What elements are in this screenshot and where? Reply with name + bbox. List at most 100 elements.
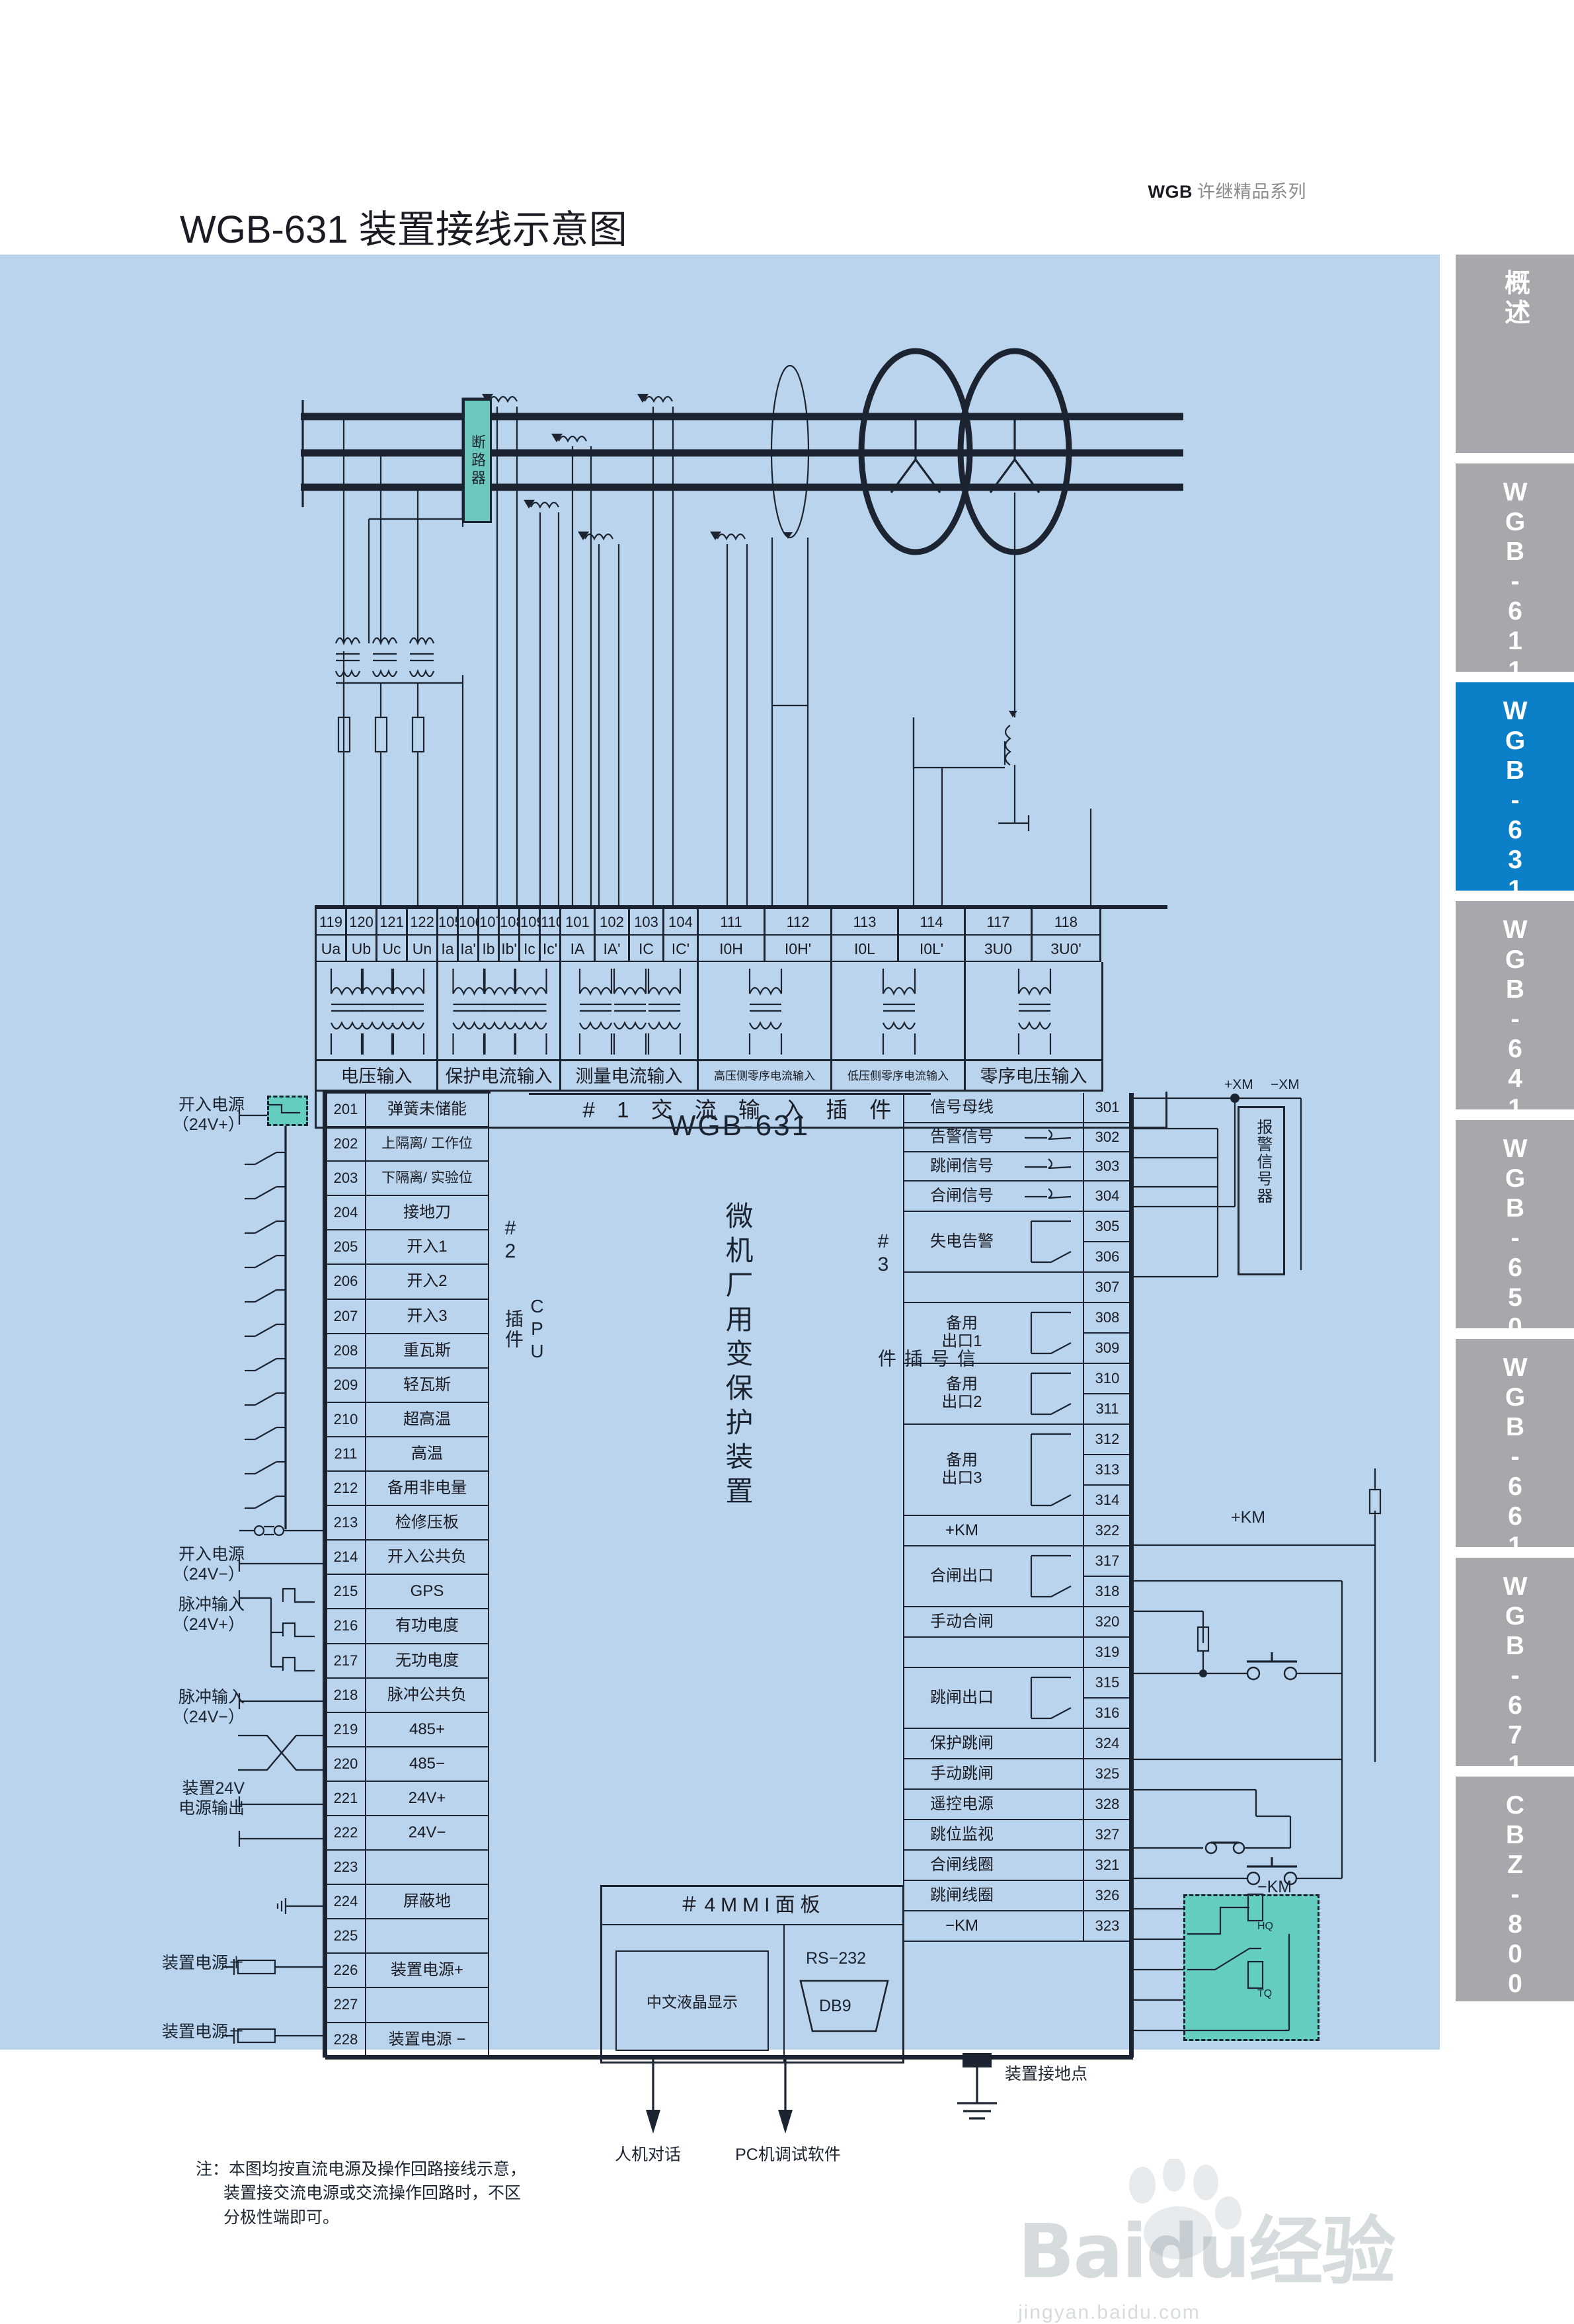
ac-terminal-label: Ub <box>347 936 377 962</box>
signal-contact-symbol <box>1019 1425 1083 1516</box>
cpu-terminal-number: 219 <box>327 1712 366 1746</box>
sidebar-tab-WGB-631[interactable]: WGB-631 <box>1456 682 1574 905</box>
cpu-terminal-number: 222 <box>327 1816 366 1850</box>
signal-module-tag: # 3 信号插件 <box>869 1230 976 1369</box>
cpu-terminal-number: 228 <box>327 2023 366 2056</box>
ac-terminal-number: 118 <box>1033 909 1101 936</box>
voltage-transformer-symbols <box>334 637 464 753</box>
ac-terminal-number: 112 <box>766 909 832 936</box>
sidebar-tab-WGB-661[interactable]: WGB-661 <box>1456 1339 1574 1562</box>
cpu-terminal-number: 204 <box>327 1196 366 1230</box>
signal-terminal-number: 309 <box>1083 1334 1132 1364</box>
cpu-terminal-label: 脉冲公共负 <box>387 1685 467 1704</box>
sidebar-tab-label: WGB-631 <box>1501 697 1530 905</box>
ac-terminal-label: Ib <box>479 936 500 962</box>
page-title: WGB-631 装置接线示意图 <box>180 208 627 251</box>
rs232-label: RS−232 <box>806 1949 867 1968</box>
ac-module-title: # 1 交 流 输 入 插 件 <box>315 1092 1167 1129</box>
mmi-lcd-area: 中文液晶显示 <box>602 1925 785 2063</box>
sidebar-tab-WGB-671[interactable]: WGB-671 <box>1456 1558 1574 1781</box>
cpu-terminal-label: 开入3 <box>407 1306 448 1325</box>
cpu-terminal-number: 211 <box>327 1437 366 1471</box>
cpu-terminal-label: 上隔离/ 工作位 <box>381 1136 473 1152</box>
three-phase-bus <box>301 400 1183 507</box>
device-bottom-rail <box>325 2055 1133 2060</box>
signal-terminal-label: 跳闸信号 <box>903 1152 1019 1182</box>
ground-label: 装置接地点 <box>1005 2065 1088 2083</box>
cpu-terminal-label: 检修压板 <box>395 1513 459 1532</box>
breaker-label-box: 断路器 <box>463 399 492 523</box>
cpu-terminal-number: 220 <box>327 1747 366 1781</box>
sidebar-tab-WGB-650[interactable]: WGB-650 <box>1456 1120 1574 1343</box>
ac-terminal-label: I0H' <box>766 936 832 962</box>
signal-terminal-number: 314 <box>1083 1486 1132 1516</box>
left-contacts-svg <box>222 1107 324 2044</box>
cpu-terminal-number: 207 <box>327 1299 366 1333</box>
device-vertical-name: 微机厂用变保护装置 <box>722 1201 753 1511</box>
sidebar-tab-概述[interactable]: 概述 <box>1456 255 1574 453</box>
signal-terminal-label: 手动合闸 <box>903 1607 1019 1638</box>
ac-terminal-number: 119 <box>317 909 347 936</box>
ac-terminal-label: IC' <box>664 936 699 962</box>
annotation-line: 开入电源 <box>178 1545 245 1564</box>
cpu-terminal-number: 215 <box>327 1575 366 1609</box>
sidebar-tab-WGB-611[interactable]: WGB-611 <box>1456 463 1574 686</box>
signal-contact-symbol <box>1019 1851 1083 1881</box>
left-annotation: 开入电源（24V−） <box>86 1545 245 1584</box>
ac-terminal-number: 108 <box>500 909 520 936</box>
breaker-coil-box <box>1183 1894 1319 2041</box>
signal-contact-symbol <box>1019 1638 1083 1668</box>
vt-tap-lines <box>342 417 464 643</box>
signal-contact-symbol <box>1019 1364 1083 1425</box>
cpu-terminal-label: 轻瓦斯 <box>403 1375 451 1394</box>
ac-terminal-label: IC <box>630 936 664 962</box>
minus-km-label: −KM <box>1257 1878 1292 1896</box>
ac-terminal-number: 103 <box>630 909 664 936</box>
cpu-terminal-number: 212 <box>327 1472 366 1505</box>
signal-terminal-numbers: 304 <box>1083 1182 1132 1212</box>
sidebar-tab-label: CBZ-8000 <box>1501 1791 1530 2029</box>
annotation-line: （24V+） <box>172 1115 245 1134</box>
signal-terminal-label: 保护跳闸 <box>903 1729 1019 1759</box>
annotation-line: （24V+） <box>172 1615 245 1634</box>
sidebar-tab-label: 概述 <box>1501 269 1530 329</box>
cpu-terminal-label: 开入1 <box>407 1238 448 1256</box>
cpu-terminal-label: 高温 <box>411 1444 443 1463</box>
signal-contact-symbol <box>1019 1546 1083 1607</box>
cpu-terminal-label: 接地刀 <box>403 1203 451 1222</box>
sidebar-tab-CBZ-8000[interactable]: CBZ-8000 <box>1456 1777 1574 2029</box>
cpu-terminal-number: 227 <box>327 1988 366 2022</box>
ac-group-label: 零序电压输入 <box>966 1061 1103 1092</box>
signal-terminal-label: 信号母线 <box>903 1093 1019 1123</box>
ac-group-label: 电压输入 <box>317 1061 438 1092</box>
ac-terminal-label: IA' <box>596 936 630 962</box>
ac-transformer-symbol <box>966 962 1103 1061</box>
cpu-terminal-label: 下隔离/ 实验位 <box>381 1170 473 1186</box>
device-model: WGB-631 <box>668 1109 810 1142</box>
cpu-module-tag: # 2 CPU插件 <box>497 1217 547 1363</box>
signal-terminal-label: 合闸出口 <box>903 1546 1019 1607</box>
signal-terminal-label: +KM <box>903 1516 1019 1546</box>
ac-terminal-number: 113 <box>832 909 899 936</box>
signal-terminal-label: 跳闸出口 <box>903 1668 1019 1729</box>
sidebar-tab-label: WGB-650 <box>1501 1135 1530 1343</box>
annotation-line: 电源输出 <box>178 1798 245 1818</box>
cpu-terminal-row: 225 <box>327 1919 489 1954</box>
ac-group-label: 测量电流输入 <box>561 1061 699 1092</box>
sidebar-tab-WGB-641[interactable]: WGB-641 <box>1456 901 1574 1124</box>
signal-terminal-label: 手动跳闸 <box>903 1759 1019 1790</box>
cpu-terminal-number: 217 <box>327 1644 366 1677</box>
signal-terminal-label: 合闸线圈 <box>903 1851 1019 1881</box>
signal-contact-symbol <box>1019 1212 1083 1273</box>
